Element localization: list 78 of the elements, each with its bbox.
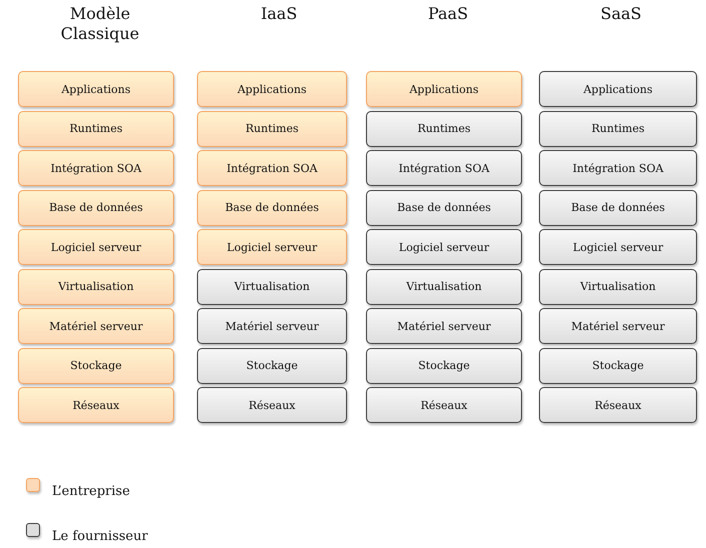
layer-box (18, 229, 174, 265)
layer-box (539, 268, 697, 304)
layer-label: Virtualisation (406, 280, 482, 293)
layer-label: Virtualisation (58, 280, 134, 293)
layer-box (539, 190, 697, 226)
layer-box (539, 110, 697, 146)
layer-label: Réseaux (72, 398, 120, 412)
layer-box (539, 71, 697, 107)
layer-box (539, 387, 697, 423)
layer-label: Logiciel serveur (572, 240, 664, 254)
layer-box (197, 387, 347, 423)
layer-label: Applications (409, 82, 479, 96)
layer-label: Applications (61, 82, 131, 96)
layer-box (197, 110, 347, 146)
layer-label: Virtualisation (234, 280, 310, 293)
layer-box (197, 348, 347, 384)
layer-box (366, 71, 522, 107)
legend-label: Le fournisseur (52, 529, 148, 544)
layer-label: Virtualisation (580, 280, 656, 293)
layer-box (539, 150, 697, 186)
layer-box (197, 268, 347, 304)
layer-box (197, 71, 347, 107)
layer-box (18, 308, 174, 344)
layer-box (539, 229, 697, 265)
layer-box (18, 387, 174, 423)
layer-label: Applications (583, 82, 653, 96)
layer-box (366, 348, 522, 384)
legend-label: L’entreprise (52, 484, 130, 499)
layer-label: Runtimes (592, 122, 644, 135)
layer-box (18, 268, 174, 304)
column-heading: IaaS (260, 4, 298, 24)
layer-label: Matériel serveur (397, 320, 491, 332)
layer-label: Base de données (225, 201, 319, 214)
layer-box (366, 229, 522, 265)
layer-box (18, 71, 174, 107)
layer-label: Matériel serveur (225, 320, 319, 332)
layer-label: Base de données (397, 201, 491, 214)
column-heading: SaaS (600, 4, 642, 24)
layer-label: Intégration SOA (398, 162, 490, 174)
layer-label: Base de données (571, 201, 665, 214)
layer-label: Base de données (49, 201, 143, 214)
layer-box (197, 150, 347, 186)
layer-box (18, 110, 174, 146)
layer-label: Réseaux (420, 398, 468, 412)
layer-label: Intégration SOA (226, 162, 318, 174)
layer-label: Matériel serveur (49, 320, 143, 332)
layer-label: Applications (237, 82, 307, 96)
layer-box (366, 308, 522, 344)
layer-label: Stockage (592, 359, 644, 372)
layer-label: Réseaux (248, 398, 296, 412)
column-heading: PaaS (426, 4, 470, 24)
layer-label: Matériel serveur (571, 320, 665, 332)
layer-box (18, 348, 174, 384)
layer-box (539, 308, 697, 344)
layer-box (366, 150, 522, 186)
layer-box (366, 190, 522, 226)
layer-box (366, 268, 522, 304)
layer-label: Logiciel serveur (398, 240, 490, 254)
layer-box (18, 190, 174, 226)
layer-box (197, 308, 347, 344)
layer-box (539, 348, 697, 384)
layer-label: Runtimes (418, 122, 470, 135)
layer-box (197, 229, 347, 265)
layer-label: Logiciel serveur (226, 240, 318, 254)
layer-box (18, 150, 174, 186)
layer-label: Stockage (246, 359, 298, 372)
column-heading: Modèle Classique (60, 4, 140, 44)
layer-label: Stockage (70, 359, 122, 372)
layer-label: Logiciel serveur (50, 240, 142, 254)
layer-box (366, 387, 522, 423)
layer-label: Intégration SOA (572, 162, 664, 174)
layer-box (197, 190, 347, 226)
layer-label: Runtimes (70, 122, 122, 135)
layer-label: Runtimes (246, 122, 298, 135)
layer-label: Stockage (418, 359, 470, 372)
layer-box (366, 110, 522, 146)
layer-label: Intégration SOA (50, 162, 142, 174)
layer-label: Réseaux (594, 398, 642, 412)
